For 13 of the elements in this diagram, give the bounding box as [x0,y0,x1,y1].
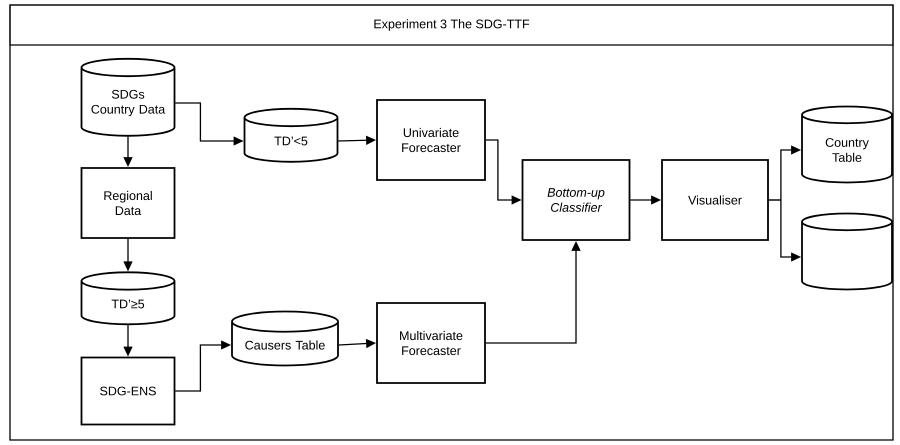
database-cylinder: Country Table [801,106,893,184]
process-box: Regional Data [80,167,176,239]
process-box: Multivariate Forecaster [376,302,486,384]
process-box: Univariate Forecaster [376,99,486,181]
database-cylinder [801,212,893,290]
process-box: Visualiser [661,159,769,241]
process-box: SDG-ENS [80,356,176,426]
database-cylinder: TD’<5 [244,108,338,163]
database-cylinder: SDGs Country Data [80,58,176,137]
process-box: Bottom-up Classifier [522,159,630,241]
database-cylinder: TD’≥5 [80,271,176,326]
title-bar: Experiment 3 The SDG-TTF [9,4,894,46]
database-cylinder: Causers Table [231,310,339,366]
